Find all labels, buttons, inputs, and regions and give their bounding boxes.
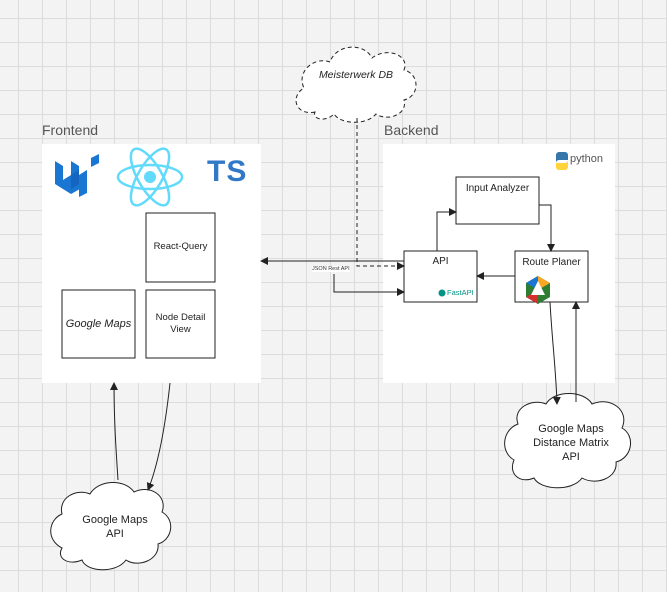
- google-maps-box: [61, 289, 136, 359]
- node-detail-view-label: Node Detail View: [155, 311, 206, 335]
- maps-api-label: Google Maps API: [82, 513, 148, 540]
- input-analyzer-box: [455, 176, 540, 225]
- distance-matrix-label: Google Maps Distance Matrix API: [533, 422, 609, 464]
- fastapi-logo: [438, 289, 446, 297]
- arrow-database-to-api: [356, 118, 405, 270]
- json-rest-api-label: JSON Rest API: [312, 266, 350, 272]
- arrow-route-planer-to-distance-matrix: [549, 301, 561, 405]
- google-maps-label: Google Maps: [65, 318, 132, 330]
- node-detail-view-box: [145, 289, 216, 359]
- route-planner-icon: [526, 276, 550, 304]
- fastapi-label: FastAPI: [447, 288, 474, 297]
- typescript-logo: TS: [207, 155, 248, 188]
- frontend-title: Frontend: [42, 122, 99, 138]
- input-analyzer-label: Input Analyzer: [465, 182, 530, 194]
- distance-matrix-cloud: [504, 393, 631, 489]
- react-logo: [116, 147, 184, 207]
- python-logo: [556, 152, 568, 170]
- arrow-frontend-to-api: [333, 274, 405, 296]
- python-label: python: [570, 153, 604, 165]
- backend-title: Backend: [384, 122, 439, 138]
- arrow-frontend-to-maps-api: [146, 382, 171, 491]
- route-planer-label: Route Planer: [522, 256, 581, 268]
- mui-logo: [55, 154, 99, 197]
- arrow-api-to-input-analyzer: [436, 208, 457, 251]
- arrow-maps-api-to-frontend: [110, 382, 119, 481]
- api-label: API: [432, 255, 449, 267]
- react-query-label: React-Query: [153, 241, 208, 253]
- database-label: Meisterwerk DB: [318, 69, 394, 81]
- arrow-input-analyzer-to-route-planer: [539, 204, 555, 252]
- react-query-box: [145, 212, 216, 283]
- database-cloud: [295, 46, 417, 123]
- maps-api-cloud: [50, 482, 172, 571]
